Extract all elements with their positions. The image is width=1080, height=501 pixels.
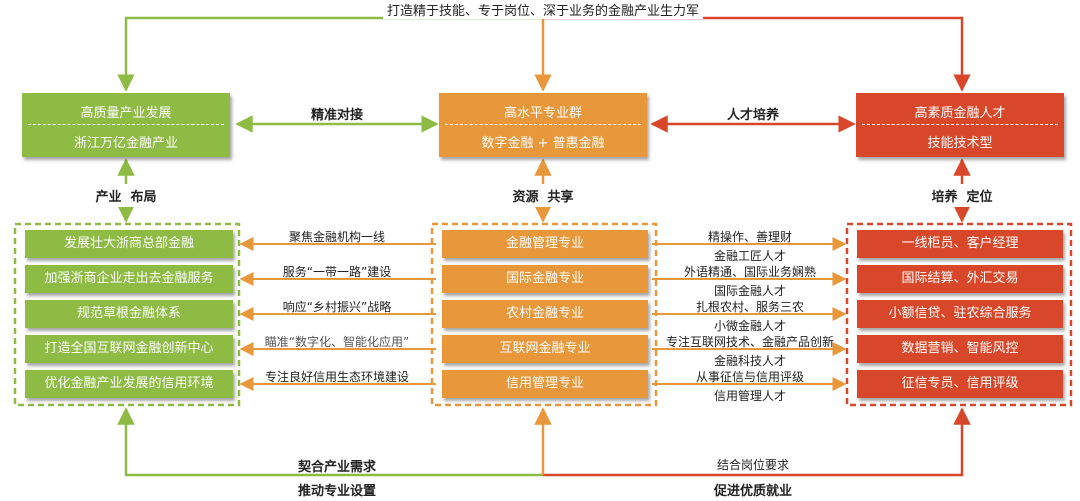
top-box-industry-divider bbox=[28, 124, 224, 125]
left-arrow-label: 响应“乡村振兴”战略 bbox=[282, 300, 392, 314]
top-box-major-group: 高水平专业群 数字金融 + 普惠金融 bbox=[439, 93, 647, 157]
right-arrow-label-bottom: 金融科技人才 bbox=[713, 354, 787, 368]
right-group-border bbox=[845, 222, 1073, 407]
bottom-loop-left bbox=[117, 407, 543, 477]
top-box-major-group-line1: 高水平专业群 bbox=[503, 106, 582, 121]
center-item: 农村金融专业 bbox=[442, 300, 648, 328]
left-item: 加强浙商企业走出去金融服务 bbox=[25, 265, 233, 293]
bottom-left-line2: 推动专业设置 bbox=[297, 484, 377, 499]
right-item: 征信专员、信用评级 bbox=[857, 370, 1063, 398]
left-item: 发展壮大浙商总部金融 bbox=[25, 230, 233, 258]
right-arrow-label-bottom: 金融工匠人才 bbox=[713, 249, 787, 263]
left-item: 打造全国互联网金融创新中心 bbox=[25, 335, 233, 363]
top-box-major-group-divider bbox=[445, 124, 641, 125]
center-item: 金融管理专业 bbox=[442, 230, 648, 258]
left-arrow-label: 专注良好信用生态环境建设 bbox=[264, 370, 410, 384]
top-box-industry-line1: 高质量产业发展 bbox=[80, 106, 172, 121]
top-box-talent-divider bbox=[862, 124, 1058, 125]
bottom-right-line2: 促进优质就业 bbox=[713, 484, 793, 499]
label-precise-docking: 精准对接 bbox=[310, 108, 364, 123]
left-arrow-label: 服务“一带一路”建设 bbox=[282, 265, 392, 279]
top-box-talent-line2: 技能技术型 bbox=[927, 136, 993, 151]
bottom-right-line1: 结合岗位要求 bbox=[716, 458, 790, 472]
left-group-border bbox=[13, 222, 241, 407]
left-row-arrows bbox=[239, 237, 436, 391]
right-arrow-label-bottom: 小微金融人才 bbox=[713, 319, 787, 333]
right-arrow-label-top: 精操作、善理财 bbox=[707, 230, 793, 244]
right-row-arrows bbox=[652, 237, 847, 391]
left-item: 规范草根金融体系 bbox=[25, 300, 233, 328]
left-arrow-label: 瞄准“数字化、智能化应用” bbox=[264, 335, 410, 349]
center-item: 互联网金融专业 bbox=[442, 335, 648, 363]
label-resource-sharing: 资源 共享 bbox=[509, 184, 577, 207]
bottom-left-line1: 契合产业需求 bbox=[297, 460, 377, 475]
right-arrow-label-top: 从事征信与信用评级 bbox=[695, 370, 805, 384]
top-box-talent: 高素质金融人才 技能技术型 bbox=[856, 93, 1064, 157]
right-arrow-label-top: 扎根农村、服务三农 bbox=[695, 300, 805, 314]
right-arrow-label-top: 外语精通、国际业务娴熟 bbox=[683, 265, 817, 279]
bottom-loop-right bbox=[543, 407, 971, 477]
right-item: 小额信贷、驻农综合服务 bbox=[857, 300, 1063, 328]
top-loop-left bbox=[117, 16, 543, 92]
right-arrow-label-bottom: 国际金融人才 bbox=[713, 284, 787, 298]
center-item: 信用管理专业 bbox=[442, 370, 648, 398]
top-box-industry-line2: 浙江万亿金融产业 bbox=[73, 136, 178, 151]
label-talent-training: 人才培养 bbox=[726, 108, 780, 123]
left-arrow-label: 聚焦金融机构一线 bbox=[288, 230, 386, 244]
right-item: 一线柜员、客户经理 bbox=[857, 230, 1063, 258]
right-arrow-label-top: 专注互联网技术、金融产品创新 bbox=[665, 335, 835, 349]
label-training-positioning: 培养 定位 bbox=[928, 184, 996, 207]
right-arrow-label-bottom: 信用管理人才 bbox=[713, 389, 787, 403]
top-loop-right bbox=[543, 16, 971, 92]
right-item: 国际结算、外汇交易 bbox=[857, 265, 1063, 293]
top-caption: 打造精于技能、专于岗位、深于业务的金融产业生力军 bbox=[382, 0, 704, 19]
top-box-major-group-line2: 数字金融 + 普惠金融 bbox=[481, 136, 605, 151]
center-item: 国际金融专业 bbox=[442, 265, 648, 293]
label-industry-layout: 产业 布局 bbox=[92, 184, 160, 207]
left-item: 优化金融产业发展的信用环境 bbox=[25, 370, 233, 398]
right-item: 数据营销、智能风控 bbox=[857, 335, 1063, 363]
top-box-industry: 高质量产业发展 浙江万亿金融产业 bbox=[22, 93, 230, 157]
top-box-talent-line1: 高素质金融人才 bbox=[914, 106, 1006, 121]
